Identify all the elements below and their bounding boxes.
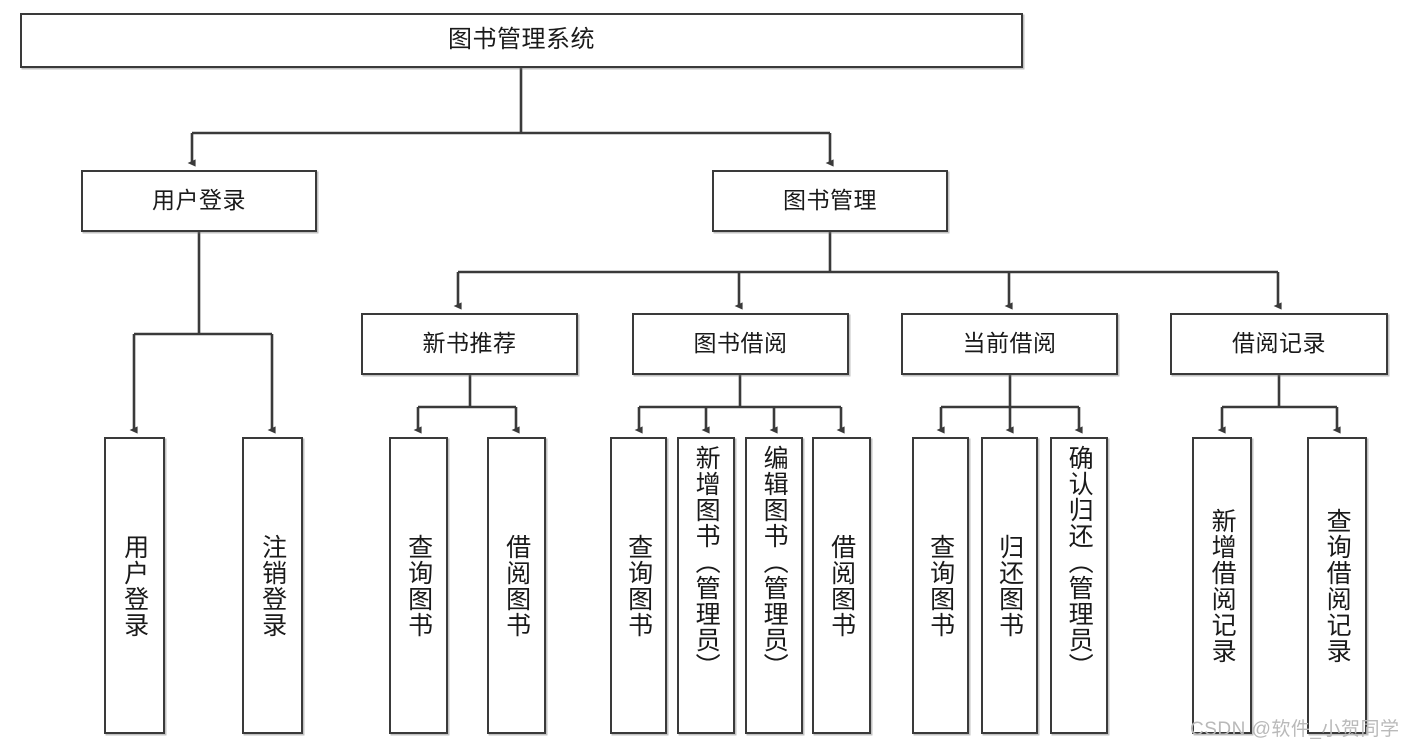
leaf-records-add-record[interactable]: 新增借阅记录	[1192, 437, 1252, 734]
leaf-borrow-query-books[interactable]: 查询图书	[610, 437, 667, 734]
node-current-borrow-label: 当前借阅	[962, 330, 1057, 357]
leaf-borrow-edit-book-admin-label: 编辑图书（管理员）	[760, 445, 789, 679]
node-book-borrow-label: 图书借阅	[693, 330, 788, 357]
leaf-borrow-borrow-books-label: 借阅图书	[827, 533, 856, 638]
node-new-book-recommend-label: 新书推荐	[422, 330, 517, 357]
leaf-borrow-edit-book-admin[interactable]: 编辑图书（管理员）	[745, 437, 803, 734]
node-current-borrow[interactable]: 当前借阅	[901, 313, 1118, 375]
node-book-borrow[interactable]: 图书借阅	[632, 313, 849, 375]
leaf-user-login-label: 用户登录	[120, 533, 149, 638]
leaf-current-query-books[interactable]: 查询图书	[912, 437, 969, 734]
node-book-management[interactable]: 图书管理	[712, 170, 948, 232]
node-book-management-label: 图书管理	[783, 187, 877, 214]
leaf-borrow-query-books-label: 查询图书	[624, 533, 653, 638]
leaf-newbook-borrow-books[interactable]: 借阅图书	[487, 437, 546, 734]
node-new-book-recommend[interactable]: 新书推荐	[361, 313, 578, 375]
node-borrow-records[interactable]: 借阅记录	[1170, 313, 1388, 375]
leaf-user-login[interactable]: 用户登录	[104, 437, 165, 734]
leaf-borrow-borrow-books[interactable]: 借阅图书	[812, 437, 871, 734]
node-borrow-records-label: 借阅记录	[1232, 330, 1326, 357]
node-root[interactable]: 图书管理系统	[20, 13, 1023, 68]
leaf-current-confirm-return-admin[interactable]: 确认归还（管理员）	[1050, 437, 1108, 734]
node-root-label: 图书管理系统	[448, 26, 595, 54]
leaf-newbook-query-books[interactable]: 查询图书	[389, 437, 448, 734]
leaf-current-return-books-label: 归还图书	[995, 533, 1024, 638]
node-user-login[interactable]: 用户登录	[81, 170, 317, 232]
leaf-borrow-add-book-admin-label: 新增图书（管理员）	[692, 445, 721, 679]
leaf-current-confirm-return-admin-label: 确认归还（管理员）	[1065, 445, 1094, 679]
csdn-watermark: CSDN @软件_小贺同学	[1190, 719, 1400, 740]
leaf-logout[interactable]: 注销登录	[242, 437, 303, 734]
leaf-current-return-books[interactable]: 归还图书	[981, 437, 1038, 734]
leaf-newbook-borrow-books-label: 借阅图书	[502, 533, 531, 638]
leaf-records-query-record[interactable]: 查询借阅记录	[1307, 437, 1367, 734]
leaf-borrow-add-book-admin[interactable]: 新增图书（管理员）	[677, 437, 735, 734]
leaf-records-add-record-label: 新增借阅记录	[1208, 507, 1237, 664]
leaf-newbook-query-books-label: 查询图书	[404, 533, 433, 638]
leaf-logout-label: 注销登录	[258, 533, 287, 638]
leaf-current-query-books-label: 查询图书	[926, 533, 955, 638]
node-user-login-label: 用户登录	[152, 187, 246, 214]
leaf-records-query-record-label: 查询借阅记录	[1323, 507, 1352, 664]
